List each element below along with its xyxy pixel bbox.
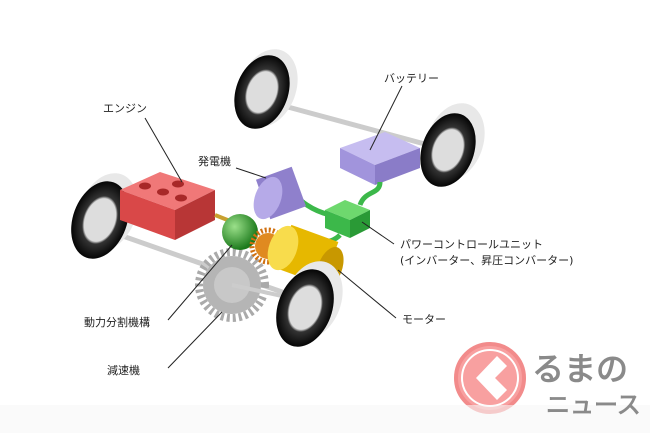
label-battery: バッテリー — [384, 72, 439, 85]
pcu-box — [325, 200, 370, 238]
power-split-sphere — [222, 214, 258, 250]
label-pcu-detail: (インバーター、昇圧コンバーター) — [400, 254, 574, 267]
leader-lines — [144, 85, 403, 369]
battery-box — [340, 132, 420, 185]
label-reducer: 減速機 — [107, 364, 140, 377]
wheel-rear-left — [234, 49, 298, 129]
wheel-front-right — [276, 261, 343, 347]
engine-block — [120, 172, 215, 240]
label-power-split: 動力分割機構 — [84, 316, 150, 329]
rear-axle — [261, 97, 448, 153]
kurumanonews-logo — [454, 342, 526, 414]
generator-cylinder — [253, 166, 307, 220]
label-engine: エンジン — [103, 102, 147, 115]
label-pcu: パワーコントロールユニット — [400, 238, 543, 251]
label-generator: 発電機 — [198, 155, 231, 168]
logo-text-kurumano: るまの — [532, 350, 629, 388]
front-axle — [99, 225, 306, 303]
logo-text-news: ニュース — [546, 391, 641, 419]
wheel-rear-right — [420, 103, 485, 187]
label-motor: モーター — [402, 313, 446, 326]
